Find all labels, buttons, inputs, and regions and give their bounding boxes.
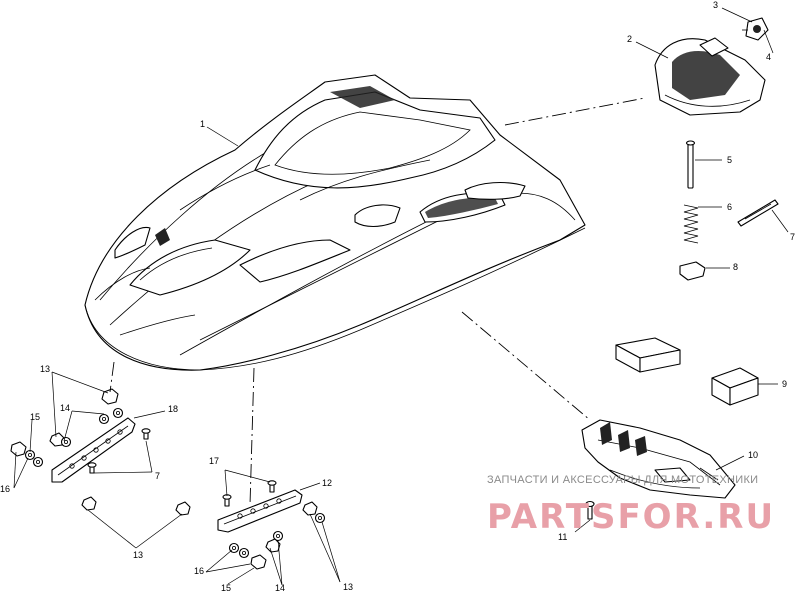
- callout-18: 18: [168, 404, 178, 414]
- knob: [679, 261, 706, 281]
- alignment-lines: [109, 97, 646, 506]
- callout-14-left: 14: [60, 403, 70, 413]
- callout-16-left: 16: [0, 484, 10, 494]
- callout-15-right: 15: [221, 583, 231, 591]
- callout-17: 17: [209, 456, 219, 466]
- foam-blocks: [615, 337, 759, 406]
- pin: [685, 140, 696, 189]
- callout-8: 8: [733, 262, 738, 272]
- hood: [84, 74, 586, 371]
- callout-6: 6: [727, 202, 732, 212]
- headlight-bulb: [742, 17, 769, 41]
- watermark-brand: PARTSFOR.RU: [487, 497, 775, 537]
- left-bracket: [51, 417, 136, 483]
- callout-13-mid: 13: [133, 550, 143, 560]
- callout-7: 7: [790, 232, 795, 242]
- callout-12: 12: [322, 478, 332, 488]
- callout-13-right: 13: [343, 582, 353, 591]
- headlight-housing: [654, 37, 766, 116]
- console-tray: [581, 419, 736, 499]
- callout-2: 2: [627, 34, 632, 44]
- callout-7-bracket: 7: [155, 471, 160, 481]
- spring: [683, 204, 699, 244]
- callout-3: 3: [713, 0, 718, 10]
- callout-13-top: 13: [40, 364, 50, 374]
- callout-16-right: 16: [194, 566, 204, 576]
- right-bracket: [217, 489, 303, 533]
- nuts-washers: [10, 388, 326, 570]
- bolt: [585, 500, 595, 520]
- leader-lines: [13, 7, 789, 586]
- callout-15-left: 15: [30, 412, 40, 422]
- strap: [737, 199, 779, 227]
- callout-11: 11: [558, 532, 567, 542]
- callout-14-right: 14: [275, 583, 285, 591]
- callout-5: 5: [727, 155, 732, 165]
- watermark: ЗАПЧАСТИ И АКСЕССУАРЫ ДЛЯ МОТОТЕХНИКИ PA…: [487, 474, 775, 537]
- callout-10: 10: [748, 450, 758, 460]
- callout-1: 1: [200, 119, 205, 129]
- callout-9: 9: [782, 379, 787, 389]
- callout-4: 4: [766, 52, 771, 62]
- watermark-tagline: ЗАПЧАСТИ И АКСЕССУАРЫ ДЛЯ МОТОТЕХНИКИ: [487, 474, 758, 486]
